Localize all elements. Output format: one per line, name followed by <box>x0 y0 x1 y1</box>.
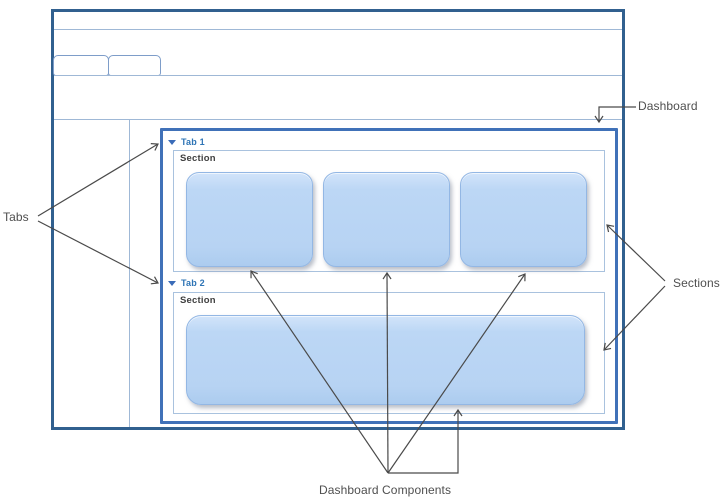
triangle-down-icon <box>168 280 176 286</box>
annotation-dashboard-components: Dashboard Components <box>319 483 452 497</box>
section-2: Section <box>173 292 605 414</box>
window-tab-placeholder-2[interactable] <box>108 55 161 76</box>
section-1-label: Section <box>180 153 216 164</box>
titlebar-divider <box>54 29 622 30</box>
section-1: Section <box>173 150 605 272</box>
dashboard-component-4 <box>186 315 585 405</box>
dashboard-tab-1[interactable]: Tab 1 <box>168 136 205 148</box>
dashboard-tab-2[interactable]: Tab 2 <box>168 277 205 289</box>
section-2-label: Section <box>180 295 216 306</box>
dashboard-container: Tab 1 Section Tab 2 Section <box>160 128 618 424</box>
sidebar-divider <box>129 119 130 427</box>
annotation-sections: Sections <box>673 276 720 290</box>
app-window-frame: Tab 1 Section Tab 2 Section <box>51 9 625 430</box>
toolbar-divider <box>54 119 622 120</box>
dashboard-component-2 <box>323 172 450 267</box>
window-tab-placeholder-1[interactable] <box>53 55 109 76</box>
dashboard-tab-2-label: Tab 2 <box>181 278 205 288</box>
annotation-dashboard: Dashboard <box>638 99 698 113</box>
dashboard-component-1 <box>186 172 313 267</box>
dashboard-tab-1-label: Tab 1 <box>181 137 205 147</box>
triangle-down-icon <box>168 139 176 145</box>
annotation-tabs: Tabs <box>3 210 29 224</box>
tabstrip-divider <box>54 75 622 76</box>
dashboard-component-3 <box>460 172 587 267</box>
